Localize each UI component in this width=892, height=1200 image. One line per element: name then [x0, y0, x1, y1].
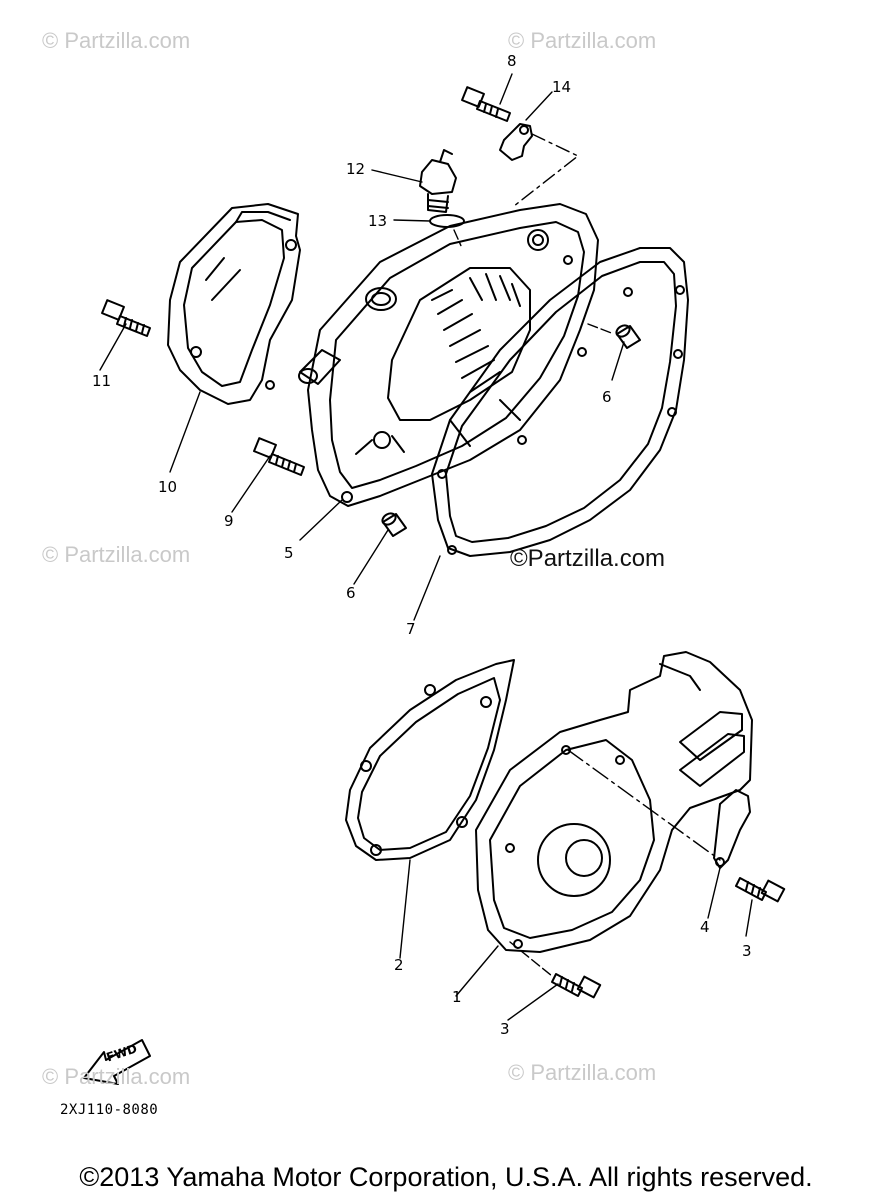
- bolt-part-3-right: [735, 877, 786, 903]
- filler-plug-part-12: [419, 149, 457, 213]
- gasket-part-2: [345, 659, 515, 861]
- watermark: © Partzilla.com: [508, 1060, 657, 1085]
- bolt-part-11: [101, 299, 151, 337]
- callout-12: 12: [346, 160, 366, 178]
- dowel-pin-part-6-upper: [615, 324, 641, 349]
- callout-7: 7: [406, 620, 416, 638]
- watermark: © Partzilla.com: [42, 542, 191, 567]
- callout-13: 13: [368, 212, 388, 230]
- callout-6-upper: 6: [602, 388, 612, 406]
- clamp-part-14: [499, 123, 533, 161]
- callout-5: 5: [284, 544, 294, 562]
- o-ring-part-13: [429, 214, 465, 228]
- callout-1: 1: [452, 988, 462, 1006]
- watermark: © Partzilla.com: [508, 28, 657, 53]
- callout-14: 14: [552, 78, 572, 96]
- callout-3-lower: 3: [500, 1020, 510, 1038]
- bolt-part-3-lower: [551, 973, 602, 999]
- bolt-part-9: [253, 437, 305, 476]
- callout-10: 10: [158, 478, 178, 496]
- watermark: © Partzilla.com: [42, 28, 191, 53]
- gasket-part-7: [431, 247, 689, 557]
- callout-9: 9: [224, 512, 234, 530]
- leader-lines: [99, 73, 753, 1021]
- small-cover-part-10: [167, 203, 301, 405]
- callout-11: 11: [92, 372, 112, 390]
- watermark-main: ©Partzilla.com: [510, 545, 666, 572]
- callout-6-lower: 6: [346, 584, 356, 602]
- callout-2: 2: [394, 956, 404, 974]
- callout-8: 8: [507, 52, 517, 70]
- crankcase-cover-part-1: [475, 651, 753, 953]
- diagram-code: 2XJ110-8080: [60, 1102, 159, 1118]
- dowel-pin-part-6-lower: [381, 512, 407, 537]
- copyright-notice: ©2013 Yamaha Motor Corporation, U.S.A. A…: [79, 1162, 813, 1192]
- crankcase-cover-part-5: [298, 203, 599, 507]
- callout-4: 4: [700, 918, 710, 936]
- clamp-part-4: [713, 789, 751, 869]
- fwd-arrow-icon: [83, 1039, 151, 1085]
- callout-3-right: 3: [742, 942, 752, 960]
- bolt-part-8: [461, 86, 511, 122]
- watermark: © Partzilla.com: [42, 1064, 191, 1089]
